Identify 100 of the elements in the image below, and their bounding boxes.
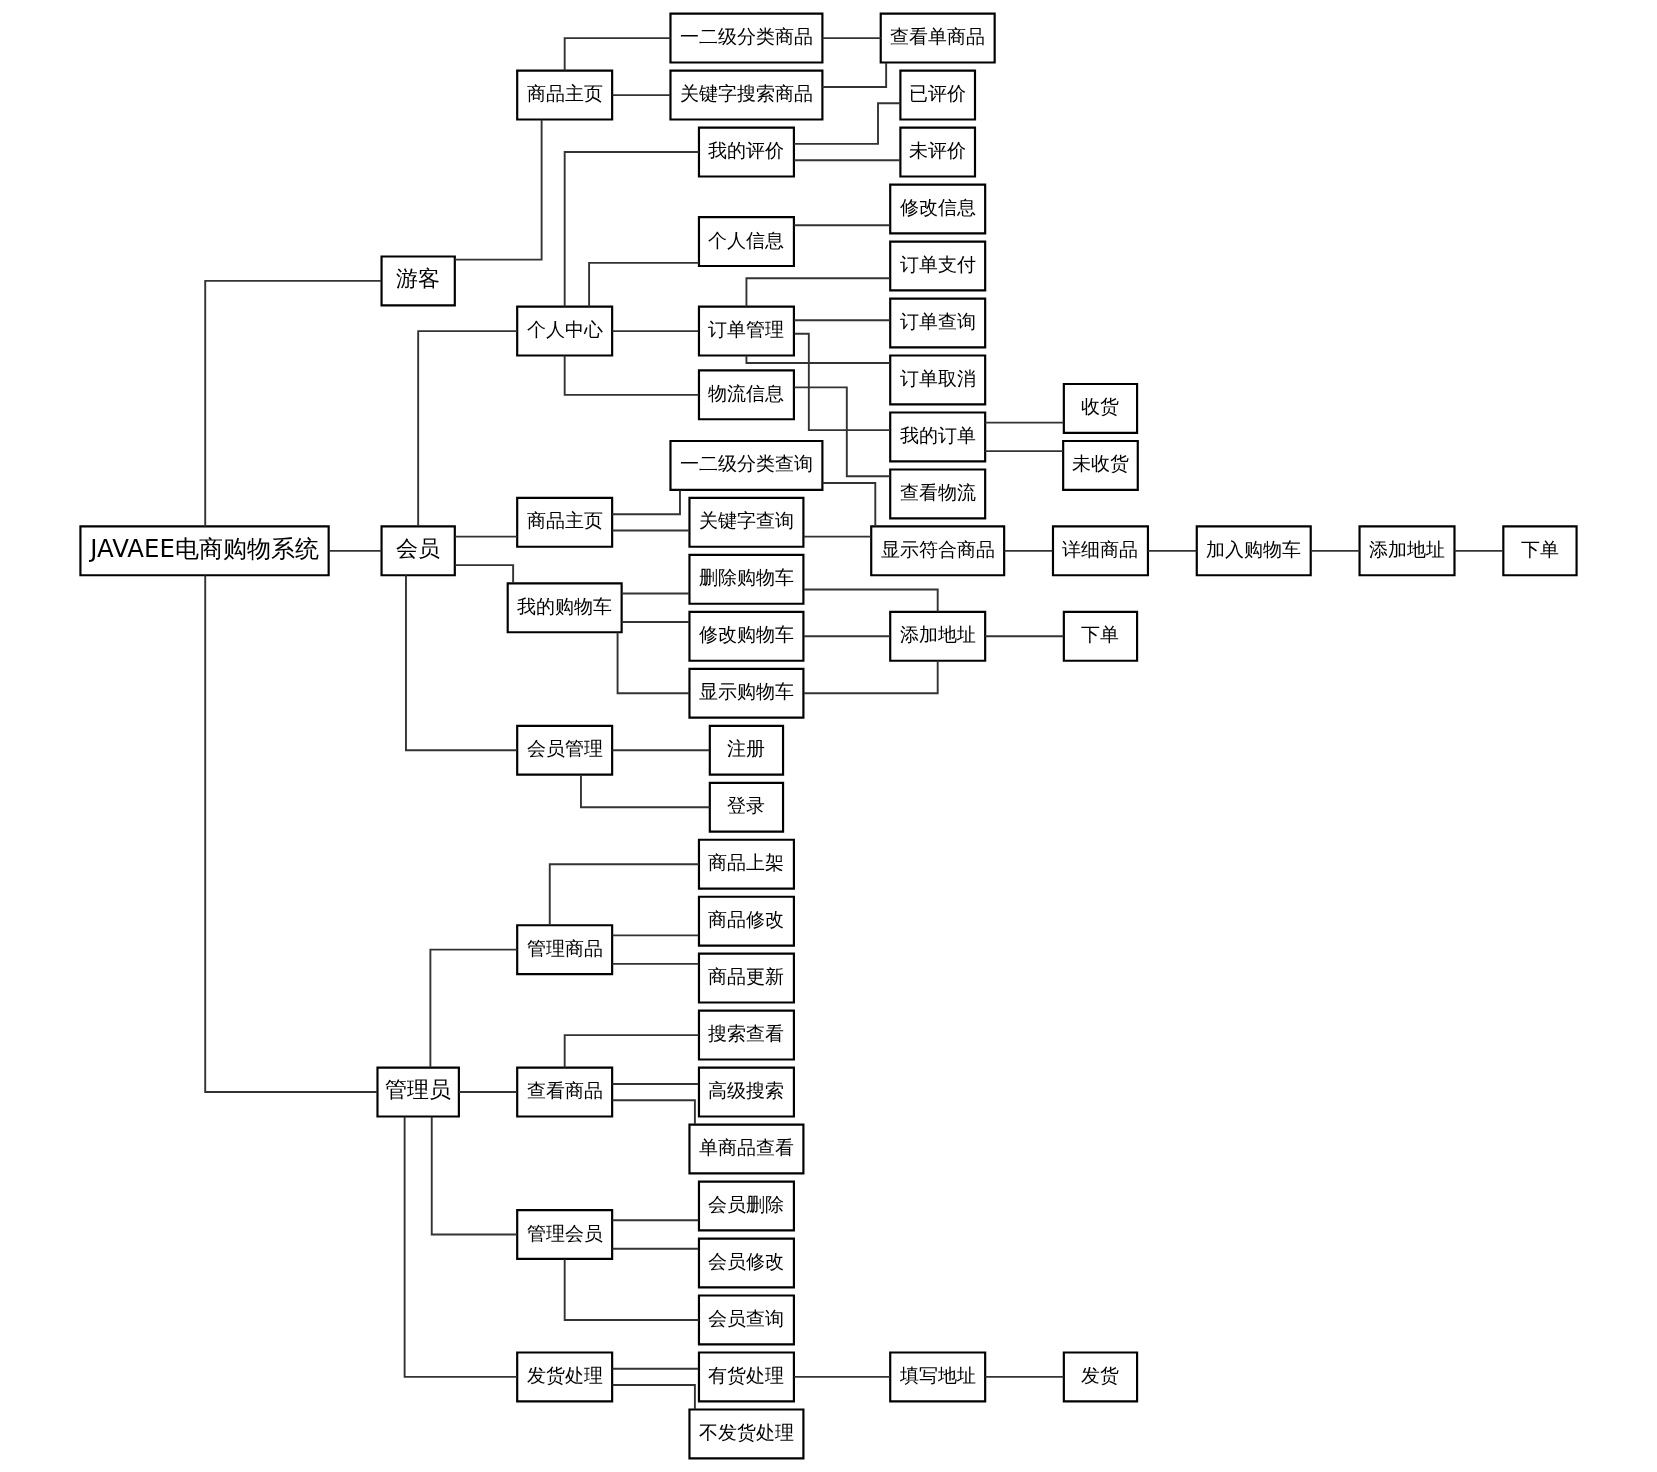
node-box: 添加地址	[889, 610, 987, 662]
node-box: 加入购物车	[1195, 525, 1312, 577]
connector	[611, 94, 672, 97]
node-box: 个人信息	[697, 216, 795, 268]
connector	[611, 1247, 700, 1250]
connector	[580, 773, 711, 809]
node-box: 会员修改	[697, 1237, 795, 1289]
connector	[611, 529, 691, 532]
connector	[454, 118, 543, 261]
node-box: JAVAEE电商购物系统	[79, 525, 330, 577]
connector	[984, 1375, 1065, 1378]
node-box: 添加地址	[1358, 525, 1456, 577]
connector	[429, 948, 518, 1069]
node-box: 搜索查看	[697, 1009, 795, 1061]
node-box: 关键字搜索商品	[669, 69, 824, 121]
node-box: 收货	[1062, 382, 1139, 434]
connector	[588, 261, 700, 308]
connector	[204, 279, 383, 528]
connector	[802, 535, 872, 538]
node-box: 会员管理	[516, 724, 614, 776]
connector	[563, 151, 700, 308]
connector	[793, 1375, 891, 1378]
connector	[616, 631, 691, 695]
connector	[1147, 549, 1198, 552]
connector	[793, 102, 902, 145]
node-box: 会员删除	[697, 1180, 795, 1232]
node-box: 发货处理	[516, 1351, 614, 1403]
node-box: 我的评价	[697, 126, 795, 178]
node-box: 订单支付	[889, 240, 987, 292]
node-box: 填写地址	[889, 1351, 987, 1403]
node-box: 未收货	[1062, 439, 1139, 491]
connector	[1309, 549, 1361, 552]
node-box: 一二级分类查询	[669, 439, 824, 491]
connector	[563, 1034, 700, 1069]
connector	[611, 1367, 700, 1370]
node-box: 查看物流	[889, 468, 987, 520]
node-box: 修改信息	[889, 183, 987, 235]
connector	[611, 330, 700, 333]
node-box: 商品修改	[697, 895, 795, 947]
connector	[204, 574, 379, 1093]
connector	[793, 319, 891, 322]
connector	[563, 354, 700, 396]
connector	[984, 450, 1064, 453]
connector	[611, 1219, 700, 1222]
node-box: 高级搜索	[697, 1066, 795, 1118]
connector	[984, 635, 1065, 638]
node-box: 显示购物车	[688, 667, 805, 719]
connector	[821, 37, 882, 40]
connector	[821, 62, 888, 88]
node-box: 一二级分类商品	[669, 12, 824, 64]
connector	[563, 1258, 700, 1321]
node-box: 修改购物车	[688, 610, 805, 662]
connector	[417, 330, 519, 527]
node-box: 查看单商品	[879, 12, 996, 64]
node-box: 删除购物车	[688, 553, 805, 605]
node-box: 管理商品	[516, 924, 614, 976]
connector	[1453, 549, 1505, 552]
connector	[620, 621, 690, 623]
connector	[802, 659, 939, 695]
node-box: 商品主页	[516, 69, 614, 121]
node-box: 游客	[380, 255, 456, 307]
connector	[984, 421, 1065, 424]
connector	[821, 482, 877, 528]
node-box: 会员查询	[697, 1294, 795, 1346]
connector	[454, 535, 519, 538]
node-box: 会员	[380, 525, 456, 577]
connector	[793, 332, 892, 432]
node-box: 商品主页	[516, 496, 614, 548]
node-box: 详细商品	[1051, 525, 1150, 577]
connector	[793, 159, 902, 162]
node-box: 查看商品	[516, 1066, 614, 1118]
node-box: 物流信息	[697, 369, 795, 421]
node-box: 显示符合商品	[870, 525, 1006, 577]
node-box: 商品更新	[697, 952, 795, 1004]
node-box: 我的订单	[889, 411, 987, 463]
connector	[611, 962, 700, 965]
node-box: 已评价	[899, 69, 977, 121]
node-box: 关键字查询	[688, 496, 805, 548]
connector	[548, 863, 700, 926]
node-box: 管理员	[376, 1066, 460, 1118]
node-box: 发货	[1062, 1351, 1139, 1403]
node-box: 单商品查看	[688, 1123, 805, 1175]
connector	[563, 37, 672, 72]
node-box: 商品上架	[697, 838, 795, 890]
node-box: 订单管理	[697, 305, 795, 357]
connector	[1003, 549, 1054, 552]
node-box: 订单取消	[889, 354, 987, 406]
node-box: 注册	[708, 724, 785, 776]
connector	[458, 1091, 518, 1093]
node-box: 未评价	[899, 126, 977, 178]
connector	[802, 635, 891, 638]
node-box: 管理会员	[516, 1209, 614, 1260]
connector	[793, 386, 892, 478]
node-box: 订单查询	[889, 297, 987, 349]
connector	[405, 574, 518, 752]
connector	[430, 1115, 518, 1236]
connector	[620, 592, 690, 595]
connector	[611, 934, 700, 937]
connector	[611, 1083, 700, 1085]
connector	[745, 277, 891, 308]
